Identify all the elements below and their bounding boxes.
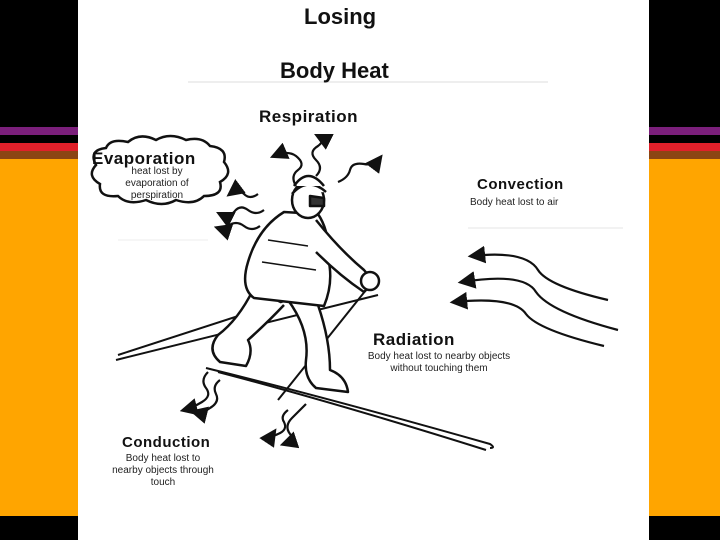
black-band [0, 0, 78, 127]
convection-desc: Body heat lost to air [470, 197, 559, 208]
purple-stripe [649, 127, 720, 135]
black-stripe [0, 135, 78, 143]
conduction-label: Conduction [122, 434, 211, 451]
conduction-desc-line-3: touch [150, 477, 176, 488]
evaporation-cloud [90, 134, 230, 206]
black-stripe [649, 135, 720, 143]
conduction-desc-line-2: nearby objects through [112, 465, 214, 476]
skier [211, 174, 381, 394]
respiration-arrows [269, 134, 383, 187]
skier-illustration [90, 81, 623, 451]
radiation-desc-line-2: without touching them [390, 363, 488, 374]
evaporation-desc-line-2: evaporation of [125, 178, 189, 189]
conduction-desc: Body heat lost to nearby objects through… [88, 453, 238, 489]
title-line-2: Body Heat [280, 58, 389, 83]
brown-stripe [649, 151, 720, 159]
bottom-black-band [0, 516, 78, 540]
convection-label: Convection [477, 176, 564, 193]
radiation-label: Radiation [373, 330, 455, 349]
right-side-bar [649, 0, 720, 540]
black-band [649, 0, 720, 127]
radiation-desc: Body heat lost to nearby objects without… [344, 351, 534, 375]
convection-arrows [449, 245, 619, 348]
red-stripe [649, 143, 720, 151]
evaporation-label: Evaporation [92, 149, 196, 168]
title-line-1: Losing [304, 4, 377, 29]
bottom-black-band [649, 516, 720, 540]
evaporation-arrows [213, 179, 265, 241]
conduction-desc-line-1: Body heat lost to [125, 453, 201, 464]
orange-band [649, 159, 720, 516]
brown-stripe [0, 151, 78, 159]
red-stripe [0, 143, 78, 151]
orange-band [0, 159, 78, 516]
evaporation-desc-line-3: perspiration [130, 190, 184, 201]
purple-stripe [0, 127, 78, 135]
radiation-desc-line-1: Body heat lost to nearby objects [367, 351, 511, 362]
conduction-arrows [189, 379, 289, 448]
left-side-bar [0, 0, 78, 540]
diagram-panel: Losing Body Heat Respiration Evaporation… [78, 0, 649, 540]
evaporation-desc: heat lost by evaporation of perspiration [112, 166, 202, 202]
respiration-label: Respiration [259, 107, 359, 126]
evaporation-desc-line-1: heat lost by [131, 166, 183, 177]
